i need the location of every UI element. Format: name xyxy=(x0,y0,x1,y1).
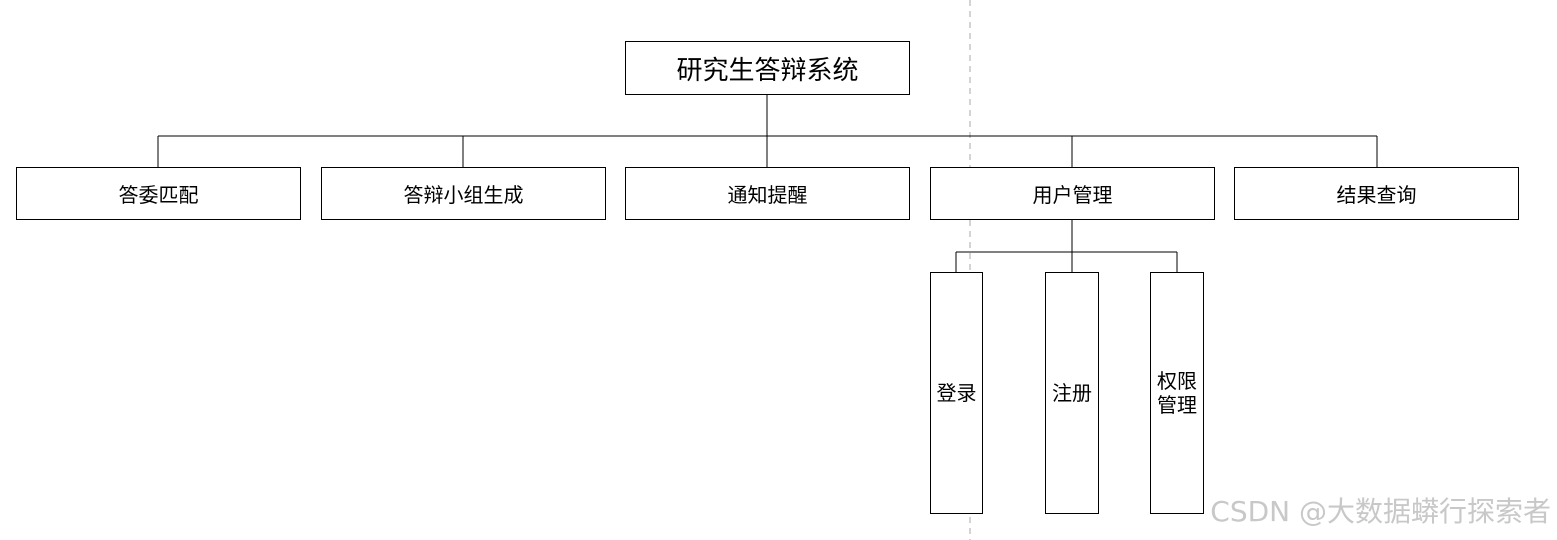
sub-node-login: 登录 xyxy=(930,272,983,514)
sub-node-label: 注册 xyxy=(1052,381,1092,405)
sub-node-label-line-2: 管理 xyxy=(1157,393,1197,417)
module-node-notification: 通知提醒 xyxy=(625,167,910,220)
watermark-text: CSDN @大数据蟒行探索者 xyxy=(1210,495,1551,528)
module-node-result-query: 结果查询 xyxy=(1234,167,1519,220)
module-node-group-generation: 答辩小组生成 xyxy=(321,167,606,220)
sub-node-permission: 权限 管理 xyxy=(1150,272,1204,514)
sub-node-label: 登录 xyxy=(936,381,977,405)
sub-node-register: 注册 xyxy=(1045,272,1099,514)
root-node: 研究生答辩系统 xyxy=(625,41,910,95)
module-node-user-management: 用户管理 xyxy=(930,167,1215,220)
module-node-label: 结果查询 xyxy=(1336,183,1417,207)
module-node-label: 通知提醒 xyxy=(727,183,808,207)
module-node-label: 答辩小组生成 xyxy=(403,183,524,207)
module-node-label: 用户管理 xyxy=(1032,183,1113,207)
module-node-label: 答委匹配 xyxy=(118,183,199,207)
sub-node-label-line-1: 权限 xyxy=(1157,369,1197,393)
module-node-matching: 答委匹配 xyxy=(16,167,301,220)
root-node-label: 研究生答辩系统 xyxy=(676,55,859,86)
